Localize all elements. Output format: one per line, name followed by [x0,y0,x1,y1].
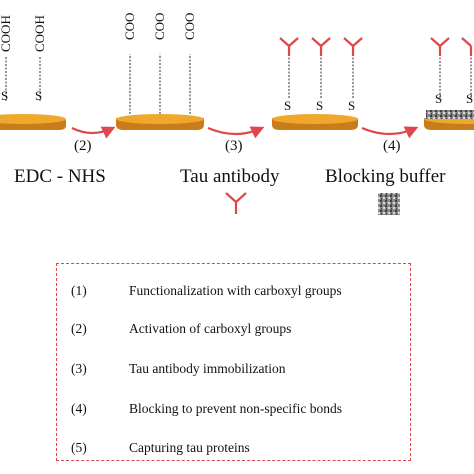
sulfur-label: S [1,88,8,103]
blocking-layer [426,110,474,119]
legend-item-text: Capturing tau proteins [129,440,250,455]
surface-4-blocked: S S [424,37,474,130]
legend-item-number: (2) [71,321,87,336]
activated-group-label: COO [152,13,167,40]
step-arrow [207,126,265,139]
legend-item: (1) Functionalization with carboxyl grou… [57,281,412,301]
step-3-arrow-group: (3) Tau antibody [180,126,280,214]
legend-item: (4) Blocking to prevent non-specific bon… [57,399,412,419]
sulfur-label: S [35,88,42,103]
antibody-icon [461,37,473,56]
legend-item-text: Blocking to prevent non-specific bonds [129,401,342,416]
sulfur-label: S [466,91,473,106]
step-arrow [71,126,116,139]
legend-item-text: Functionalization with carboxyl groups [129,283,342,298]
antibody-icon [279,37,299,56]
legend-item: (2) Activation of carboxyl groups [57,319,412,339]
surface-1-carboxyl: S S COOH COOH [0,15,66,130]
legend-item: (5) Capturing tau proteins [57,438,412,458]
gold-surface-top [116,114,204,124]
surface-2-activated: COO COO COO [116,13,204,130]
legend-item-number: (1) [71,283,87,298]
reagent-label: EDC - NHS [14,166,106,187]
legend-item: (3) Tau antibody immobilization [57,359,412,379]
step-2-arrow-group: (2) EDC - NHS [14,126,116,187]
antibody-icon [311,37,331,56]
step-number: (3) [225,138,243,154]
reagent-label: Blocking buffer [325,166,446,187]
sulfur-label: S [284,98,291,113]
sulfur-label: S [316,98,323,113]
sulfur-label: S [348,98,355,113]
antibody-icon [225,192,247,214]
legend-item-number: (3) [71,361,87,376]
activated-group-label: COO [182,13,197,40]
blocking-buffer-icon [378,193,400,215]
legend-item-text: Activation of carboxyl groups [129,321,292,336]
carboxyl-group-label: COOH [32,15,47,52]
legend-item-text: Tau antibody immobilization [129,361,286,376]
legend-box: (1) Functionalization with carboxyl grou… [56,263,411,461]
carboxyl-group-label: COOH [0,15,13,52]
legend-item-number: (5) [71,440,87,455]
gold-surface-top [0,114,66,124]
legend-item-number: (4) [71,401,87,416]
activated-group-label: COO [122,13,137,40]
sulfur-label: S [435,91,442,106]
antibody-icon [343,37,363,56]
reagent-label: Tau antibody [180,166,280,187]
step-number: (4) [383,138,401,154]
surface-3-antibody: S S S [272,37,363,130]
step-arrow [361,126,419,139]
gold-surface-top [272,114,358,124]
step-number: (2) [74,138,92,154]
antibody-icon [430,37,450,56]
step-4-arrow-group: (4) Blocking buffer [325,126,446,215]
